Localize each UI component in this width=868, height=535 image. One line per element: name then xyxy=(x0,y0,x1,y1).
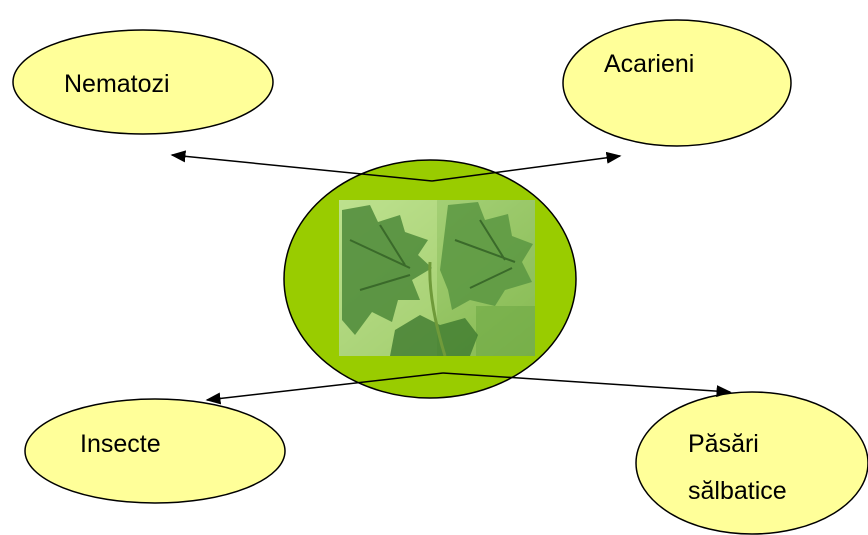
node-pasari-label-line1: Păsări xyxy=(688,430,759,458)
arrow-to-nematozi xyxy=(170,150,433,182)
arrow-to-acarieni xyxy=(431,151,622,182)
leaf-image xyxy=(339,200,535,356)
node-insecte: Insecte xyxy=(24,398,286,504)
node-pasari-salbatice: Păsări sălbatice xyxy=(635,391,868,535)
node-acarieni-label: Acarieni xyxy=(604,50,694,78)
node-insecte-label: Insecte xyxy=(80,430,161,458)
arrow-to-pasari xyxy=(442,372,732,398)
node-acarieni: Acarieni xyxy=(562,19,792,147)
node-pasari-label-line2: sălbatice xyxy=(688,477,787,505)
arrow-to-insecte xyxy=(205,372,444,405)
node-nematozi-label: Nematozi xyxy=(64,70,170,98)
arrows xyxy=(170,150,732,405)
node-nematozi: Nematozi xyxy=(12,29,274,135)
center-node xyxy=(283,159,577,399)
